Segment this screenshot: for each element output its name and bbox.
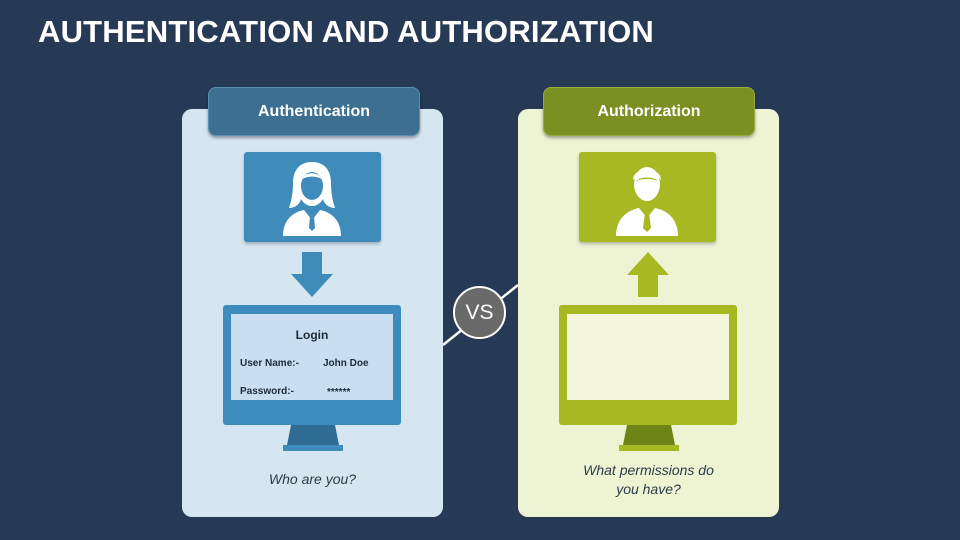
password-value: ****** (327, 387, 351, 398)
login-screen: Login User Name:- John Doe Password:- **… (231, 314, 393, 400)
password-label: Password:- (240, 386, 294, 397)
authorization-caption-line1: What permissions do (583, 462, 714, 478)
monitor-stand (283, 425, 343, 451)
login-monitor: Login User Name:- John Doe Password:- **… (223, 305, 401, 425)
authorization-caption: What permissions do you have? (518, 461, 779, 499)
authorization-user-box (579, 152, 716, 242)
authorization-heading: Authorization (543, 87, 755, 136)
authorization-caption-line2: you have? (616, 481, 681, 497)
arrow-up-icon (627, 252, 669, 297)
username-label: User Name:- (240, 358, 299, 369)
login-title: Login (295, 328, 329, 342)
authentication-caption: Who are you? (268, 471, 357, 487)
man-user-icon (616, 167, 678, 236)
username-value: John Doe (323, 358, 369, 369)
arrow-down-icon (291, 252, 333, 297)
authentication-user-box (244, 152, 381, 242)
woman-user-icon (283, 162, 341, 236)
authentication-heading: Authentication (208, 87, 420, 136)
vs-badge: VS (453, 286, 506, 339)
slide-title: AUTHENTICATION AND AUTHORIZATION (38, 14, 655, 49)
monitor-stand-right (619, 425, 679, 451)
authorization-screen (567, 314, 729, 400)
authorization-monitor (559, 305, 737, 425)
